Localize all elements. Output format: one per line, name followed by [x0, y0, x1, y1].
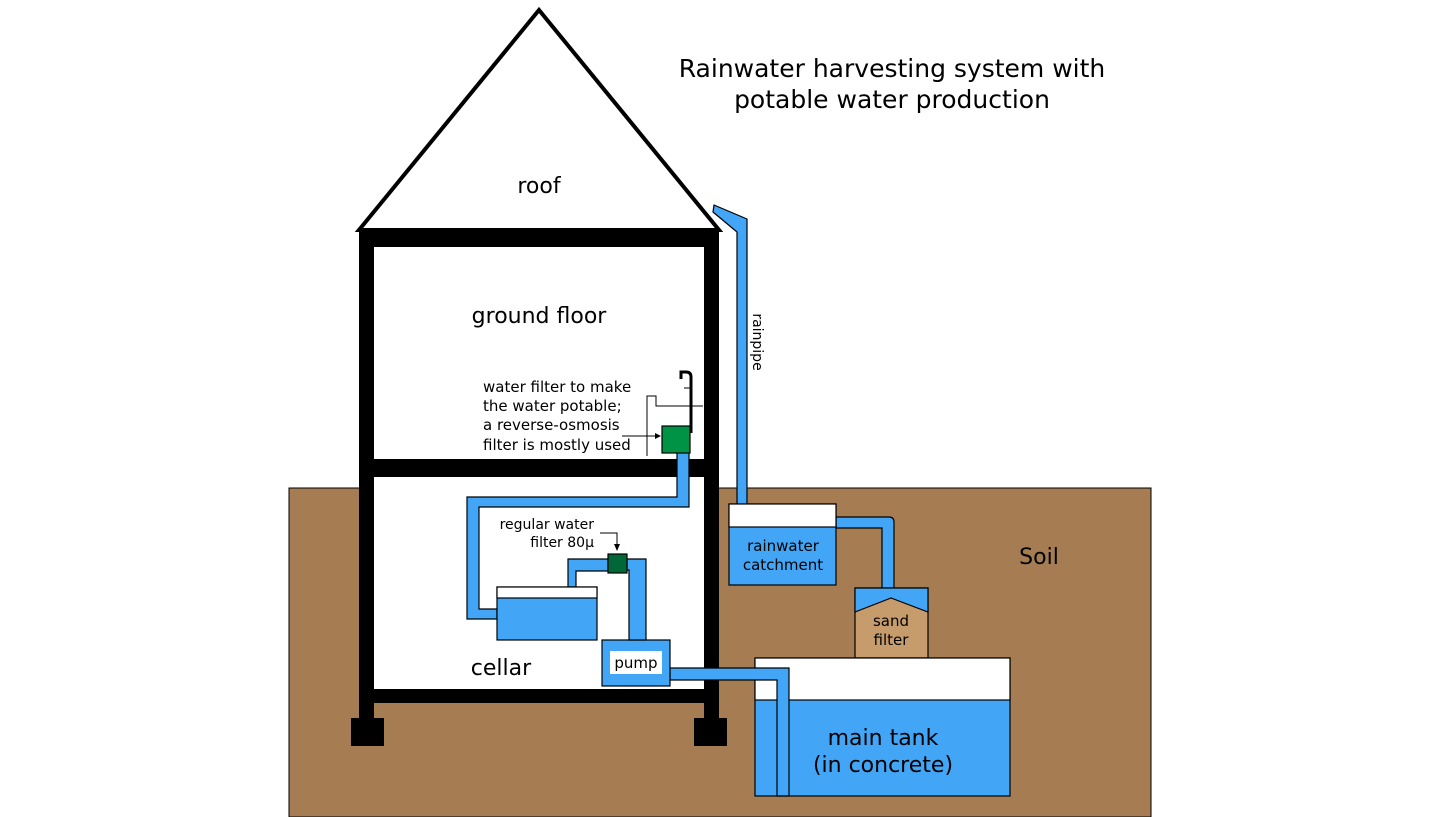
main-tank-air: [754, 657, 1011, 701]
regular-filter-arrow-line: [600, 532, 618, 545]
potable-filter-label-line1: water filter to make: [483, 378, 631, 396]
potable-filter-box: [661, 425, 691, 454]
regular-filter-box: [607, 553, 628, 574]
ground-floor-label: ground floor: [472, 304, 608, 329]
leader-lines: [600, 387, 703, 545]
potable-filter-arrowhead: [655, 433, 661, 439]
left-foundation: [351, 718, 384, 746]
main-tank-label-line1: main tank: [828, 726, 939, 751]
sand-filter-label-line2: filter: [874, 631, 910, 649]
rainpipe-label: rainpipe: [749, 313, 765, 370]
potable-filter-label-line4: filter is mostly used: [483, 436, 631, 454]
diagram-title-line1: Rainwater harvesting system with: [679, 54, 1106, 83]
cellar-tank-air: [496, 586, 598, 599]
roof-label: roof: [517, 174, 561, 199]
pipe-catchment-to-sandfilter: [835, 516, 895, 591]
sand-filter-water: [854, 587, 929, 613]
catchment-label-line2: catchment: [743, 556, 823, 574]
tap-leader-line: [646, 395, 703, 456]
potable-filter-label-line2: the water potable;: [483, 397, 622, 415]
main-tank-label-line2: (in concrete): [813, 753, 953, 778]
top-beam: [359, 229, 719, 247]
pump-label: pump: [614, 654, 657, 672]
pump-label-bg: [610, 651, 662, 674]
catchment-air: [728, 503, 837, 528]
regular-filter-arrowhead: [614, 544, 620, 551]
potable-filter-label-line3: a reverse-osmosis: [483, 416, 620, 434]
middle-floor: [359, 459, 719, 477]
house-structure: [351, 229, 727, 746]
cellar-label: cellar: [471, 656, 532, 681]
bottom-floor: [359, 689, 719, 703]
regular-filter-label-line2: filter 80µ: [530, 535, 594, 551]
tap-icon: [679, 370, 693, 433]
regular-filter-label-line1: regular water: [500, 517, 595, 533]
sand-filter-label-line1: sand: [873, 612, 909, 630]
diagram-title-line2: potable water production: [734, 85, 1050, 114]
catchment-label-line1: rainwater: [747, 537, 820, 555]
right-foundation: [694, 718, 727, 746]
soil-label: Soil: [1019, 545, 1059, 570]
pipe-pump-to-regular-filter: [626, 558, 647, 641]
